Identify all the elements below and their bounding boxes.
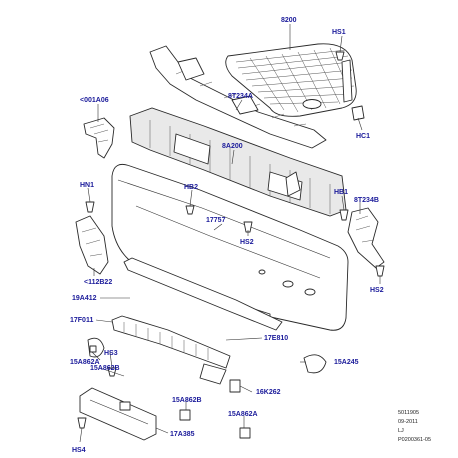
meta-code: LJ bbox=[398, 428, 404, 434]
callout-hs2-right: HS2 bbox=[370, 287, 384, 294]
lower-grille-17f011-part bbox=[111, 315, 231, 385]
meta-date: 09-2011 bbox=[398, 419, 418, 425]
callout-8t234b: 8T234B bbox=[354, 197, 379, 204]
callout-17e810: 17E810 bbox=[264, 335, 288, 342]
callout-15a862b-left: 15A862B bbox=[90, 365, 120, 372]
callout-19a412: 19A412 bbox=[72, 295, 97, 302]
callout-15a862a-left: 15A862A bbox=[70, 359, 100, 366]
callout-hs2-mid: HS2 bbox=[240, 239, 254, 246]
callout-001a06: <001A06 bbox=[80, 97, 109, 104]
bracket-8t234a-part bbox=[149, 45, 327, 149]
clip-hc1-part bbox=[351, 105, 365, 121]
leader-lines bbox=[79, 24, 381, 443]
clip-16k262-part bbox=[229, 379, 241, 393]
callout-8200: 8200 bbox=[281, 17, 297, 24]
callout-hn1: HN1 bbox=[80, 182, 94, 189]
callout-17757: 17757 bbox=[206, 217, 226, 224]
bezel-15a245-part bbox=[303, 354, 327, 374]
nut-15a862a-left-part bbox=[89, 345, 97, 353]
callout-hb2: HB2 bbox=[184, 184, 198, 191]
callout-112b22: <112B22 bbox=[84, 279, 112, 286]
callout-15a862a-bottom: 15A862A bbox=[228, 411, 258, 418]
callout-hs4: HS4 bbox=[72, 447, 86, 454]
callout-hs1-top: HS1 bbox=[332, 29, 346, 36]
beam-8a200-part bbox=[129, 107, 347, 217]
clip-hn1-part bbox=[85, 201, 95, 213]
callout-16k262: 16K262 bbox=[256, 389, 281, 396]
callout-hc1: HC1 bbox=[356, 133, 370, 140]
callout-17f011: 17F011 bbox=[70, 317, 93, 324]
callout-hs3: HS3 bbox=[104, 350, 118, 357]
clip-hb2-part bbox=[185, 205, 195, 215]
bracket-8t234b-part bbox=[347, 207, 385, 269]
callout-15a245: 15A245 bbox=[334, 359, 359, 366]
grille-8200-part bbox=[225, 43, 357, 117]
trim-19a412-part bbox=[123, 257, 283, 331]
meta-ref: 5011905 bbox=[398, 410, 419, 416]
callout-hb1: HB1 bbox=[334, 189, 348, 196]
meta-drawing-id: P0200361-05 bbox=[398, 437, 431, 443]
screw-hs4-part bbox=[77, 417, 87, 429]
callout-15a862b-bottom: 15A862B bbox=[172, 397, 202, 404]
clip-hs2-mid-part bbox=[243, 221, 253, 233]
clip-hb1-part bbox=[339, 209, 349, 221]
plinth-17a385-part bbox=[79, 387, 157, 441]
bracket-001a06-part bbox=[83, 117, 115, 159]
bracket-112b22-part bbox=[75, 215, 109, 275]
clip-hs1-part bbox=[335, 51, 345, 61]
callout-8a200: 8A200 bbox=[222, 143, 243, 150]
nut-15a862b-bottom-part bbox=[179, 409, 191, 421]
nut-15a862a-bottom-part bbox=[239, 427, 251, 439]
callout-8t234a: 8T234A bbox=[228, 93, 253, 100]
callout-17a385: 17A385 bbox=[170, 431, 195, 438]
clip-hs2-right-part bbox=[375, 265, 385, 277]
